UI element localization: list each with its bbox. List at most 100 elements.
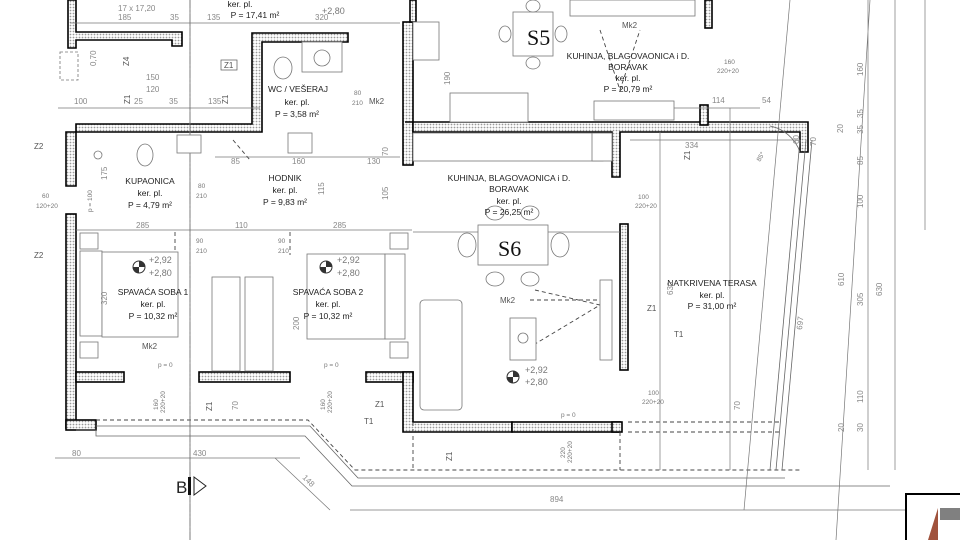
dimension: 100 bbox=[856, 194, 865, 208]
room-wc-name: WC / VEŠERAJ bbox=[268, 84, 328, 94]
dimension: 160 bbox=[856, 62, 865, 76]
door-width: 220 bbox=[560, 447, 567, 458]
tag-z2: Z2 bbox=[34, 142, 44, 151]
tag-z1: Z1 bbox=[221, 94, 230, 104]
section-marker-label: B bbox=[176, 478, 187, 497]
dimension: 894 bbox=[550, 495, 564, 504]
unit-s5-label: S5 bbox=[527, 25, 550, 50]
dimension: 320 bbox=[100, 291, 109, 305]
dimension: 175 bbox=[100, 166, 109, 180]
dimension: 105 bbox=[381, 186, 390, 200]
dimension: 85 bbox=[231, 157, 240, 166]
section-marker-b: B bbox=[176, 476, 207, 497]
room-soba2-name: SPAVAĆA SOBA 2 bbox=[293, 287, 364, 297]
room-area: P = 17,41 m² bbox=[231, 10, 280, 20]
dimension: 70 bbox=[231, 401, 240, 410]
window-height: 220+20 bbox=[717, 68, 739, 75]
outlines bbox=[55, 0, 960, 540]
window-width: 100 bbox=[648, 390, 659, 397]
room-kuhinja-s6-name: KUHINJA, BLAGOVAONICA i D. bbox=[448, 173, 571, 183]
room-floor: ker. pl. bbox=[315, 299, 340, 309]
room-area: P = 20,79 m² bbox=[604, 84, 653, 94]
door-height: 210 bbox=[196, 193, 207, 200]
room-area: P = 31,00 m² bbox=[688, 301, 737, 311]
room-area: P = 10,32 m² bbox=[129, 311, 178, 321]
room-name-line2: BORAVAK bbox=[489, 184, 529, 194]
dimension: 110 bbox=[235, 221, 248, 230]
dimension: 35 bbox=[856, 109, 865, 118]
room-floor: ker. pl. bbox=[137, 188, 162, 198]
dimension: 80 bbox=[72, 449, 81, 458]
room-soba1-name: SPAVAĆA SOBA 1 bbox=[118, 287, 189, 297]
room-area: P = 4,79 m² bbox=[128, 200, 172, 210]
tag-z1: Z1 bbox=[647, 304, 657, 313]
window-height: 220+20 bbox=[635, 203, 657, 210]
dimension: 630 bbox=[666, 281, 675, 295]
room-floor: ker. pl. bbox=[272, 185, 297, 195]
dimension: 285 bbox=[333, 221, 347, 230]
dimension: 70 bbox=[381, 147, 390, 156]
dimension: 305 bbox=[856, 292, 865, 306]
window-width: 160 bbox=[724, 59, 735, 66]
room-hodnik-name: HODNIK bbox=[268, 173, 301, 183]
top-left-dims: 17 x 17,20 bbox=[118, 4, 156, 13]
room-area: P = 10,32 m² bbox=[304, 311, 353, 321]
tag-z1: Z1 bbox=[375, 400, 385, 409]
sill-height: p = 100 bbox=[87, 190, 94, 212]
room-terasa-name: NATKRIVENA TERASA bbox=[667, 278, 757, 288]
dimension: 148 bbox=[301, 473, 317, 489]
window-width: 100 bbox=[638, 194, 649, 201]
window-width: 160 bbox=[320, 399, 327, 410]
door-swing-angle: 85° bbox=[755, 150, 767, 163]
sill-height: p = 0 bbox=[158, 362, 173, 369]
elevation-label: +2,80 bbox=[322, 6, 345, 16]
tag-z2: Z2 bbox=[34, 251, 44, 260]
dimension: 120 bbox=[146, 85, 160, 94]
elevation-label: +2,92 bbox=[525, 365, 548, 375]
unit-s6-label: S6 bbox=[498, 236, 521, 261]
elevation-label: +2,80 bbox=[149, 268, 172, 278]
dimension: 185 bbox=[118, 13, 132, 22]
dimension: 190 bbox=[443, 71, 452, 85]
dimension: 70 bbox=[809, 137, 818, 146]
dimension: 100 bbox=[74, 97, 88, 106]
tag-t1: T1 bbox=[364, 417, 374, 426]
dimension: 334 bbox=[685, 141, 699, 150]
dimension: 430 bbox=[193, 449, 207, 458]
elevation-label: +2,80 bbox=[337, 268, 360, 278]
room-floor: ker. pl. bbox=[284, 97, 309, 107]
opening-labels: 80 210 80 210 90 210 90 210 60 120+20 p … bbox=[36, 59, 767, 463]
tag-z1: Z1 bbox=[683, 150, 692, 160]
dimension: 320 bbox=[315, 13, 329, 22]
room-labels: 17 x 17,20 ker. pl. P = 17,41 m² WC / VE… bbox=[118, 0, 757, 321]
elevation-markers: +2,80 +2,92 +2,80 +2,92 +2,80 +2,92 +2,8… bbox=[132, 6, 548, 387]
room-floor: ker. pl. bbox=[615, 73, 640, 83]
dimension: 630 bbox=[875, 282, 884, 296]
door-height: 220+20 bbox=[567, 441, 574, 463]
dimension: 697 bbox=[795, 315, 805, 330]
door-height: 210 bbox=[196, 248, 207, 255]
furniture bbox=[59, 0, 696, 411]
dimension: 54 bbox=[762, 96, 771, 105]
room-kupaonica-name: KUPAONICA bbox=[125, 176, 175, 186]
dimension: 200 bbox=[292, 316, 301, 330]
tag-z1: Z1 bbox=[205, 401, 214, 411]
tag-t1: T1 bbox=[674, 330, 684, 339]
window-height: 220+20 bbox=[642, 399, 664, 406]
tag-mk2: Mk2 bbox=[500, 296, 516, 305]
walls bbox=[65, 0, 809, 433]
dimension: 35 bbox=[169, 97, 178, 106]
tag-mk2: Mk2 bbox=[142, 342, 158, 351]
dimension: 20 bbox=[837, 423, 846, 432]
element-tags: Z1 Z2 Z2 Z4 Z1 Z1 Mk2 Mk2 Mk2 Mk2 Z1 T1 … bbox=[34, 21, 692, 461]
room-name-line2: BORAVAK bbox=[608, 62, 648, 72]
tag-mk2: Mk2 bbox=[622, 21, 638, 30]
room-area: P = 3,58 m² bbox=[275, 109, 319, 119]
window-height: 120+20 bbox=[36, 203, 58, 210]
room-area: P = 26,25 m² bbox=[485, 207, 534, 217]
elevation-label: +2,92 bbox=[149, 255, 172, 265]
window-width: 60 bbox=[42, 193, 50, 200]
room-kuhinja-s5-name: KUHINJA, BLAGOVAONICA i D. bbox=[567, 51, 690, 61]
dimension: 135 bbox=[208, 97, 222, 106]
